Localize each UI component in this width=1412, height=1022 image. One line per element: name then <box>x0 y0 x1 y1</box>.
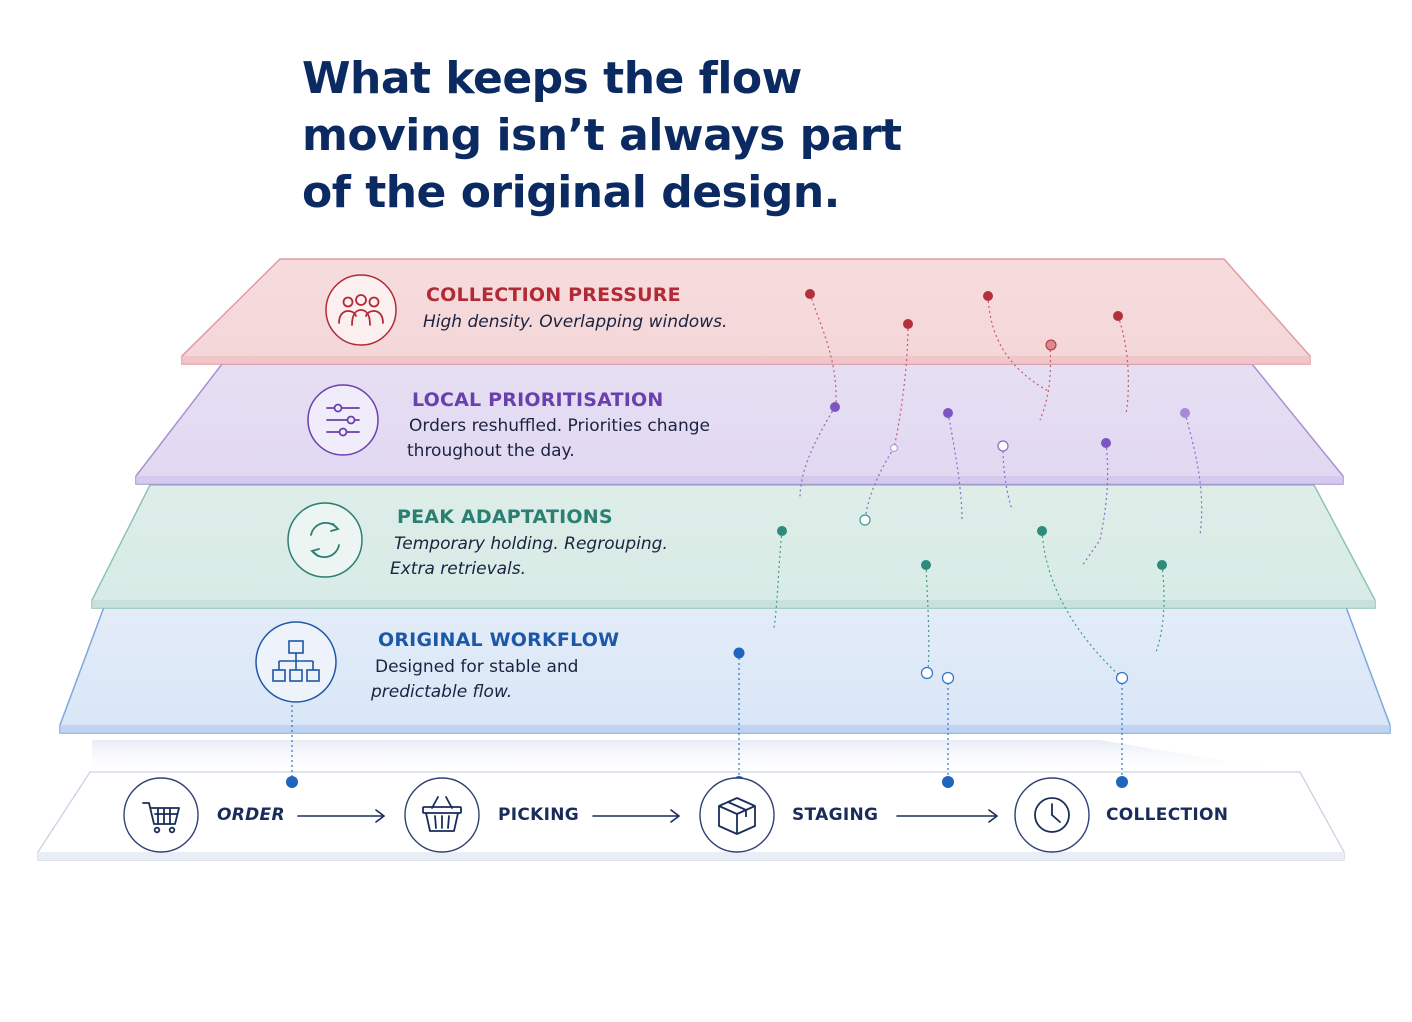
layer-title-peak-adaptations: PEAK ADAPTATIONS <box>397 506 613 528</box>
headline-line: What keeps the flow <box>302 53 802 104</box>
layer-description-line: predictable flow. <box>371 682 513 702</box>
layer-description-line: Orders reshuffled. Priorities change <box>409 416 710 436</box>
layer-plate-original-workflow <box>59 606 1391 734</box>
layer-description-original-workflow: Designed for stable and predictable flow… <box>371 655 579 705</box>
flow-arrow <box>592 809 680 823</box>
flow-stage-label-collection: COLLECTION <box>1106 805 1229 825</box>
layer-description-line: throughout the day. <box>407 441 575 461</box>
basket-icon <box>404 777 480 853</box>
headline-line: moving isn’t always part <box>302 110 902 161</box>
flow-arrow <box>297 809 385 823</box>
sliders-icon <box>307 384 379 456</box>
headline: What keeps the flow moving isn’t always … <box>302 50 942 221</box>
base-flow-plate <box>37 740 1345 861</box>
refresh-cycle-icon <box>287 502 363 578</box>
clock-icon <box>1014 777 1090 853</box>
flow-stage-label-staging: STAGING <box>792 805 879 825</box>
layer-description-line: High density. Overlapping windows. <box>423 312 728 332</box>
layer-title-collection-pressure: COLLECTION PRESSURE <box>426 284 681 306</box>
layer-plate-peak-adaptations <box>91 484 1376 609</box>
hierarchy-icon <box>255 621 337 703</box>
layer-description-line: Designed for stable and <box>375 657 579 677</box>
shopping-cart-icon <box>123 777 199 853</box>
layer-description-line: Temporary holding. Regrouping. <box>394 534 668 554</box>
people-group-icon <box>325 274 397 346</box>
flow-stage-label-picking: PICKING <box>498 805 580 825</box>
layer-plate-collection-pressure <box>181 258 1311 365</box>
layer-description-local-prioritisation: Orders reshuffled. Priorities change thr… <box>407 414 710 464</box>
package-box-icon <box>699 777 775 853</box>
flow-arrows <box>297 809 998 823</box>
connector-threads <box>291 293 1203 782</box>
connector-dots <box>286 289 1190 788</box>
headline-line: of the original design. <box>302 167 840 218</box>
layer-title-local-prioritisation: LOCAL PRIORITISATION <box>412 389 664 411</box>
layer-description-line: Extra retrievals. <box>390 559 527 579</box>
flow-arrow <box>896 809 998 823</box>
layer-plate-local-prioritisation <box>135 363 1344 485</box>
flow-stage-label-order: ORDER <box>217 805 285 825</box>
layer-title-original-workflow: ORIGINAL WORKFLOW <box>378 629 620 651</box>
layer-description-peak-adaptations: Temporary holding. Regrouping. Extra ret… <box>390 532 668 582</box>
layer-description-collection-pressure: High density. Overlapping windows. <box>423 310 727 335</box>
